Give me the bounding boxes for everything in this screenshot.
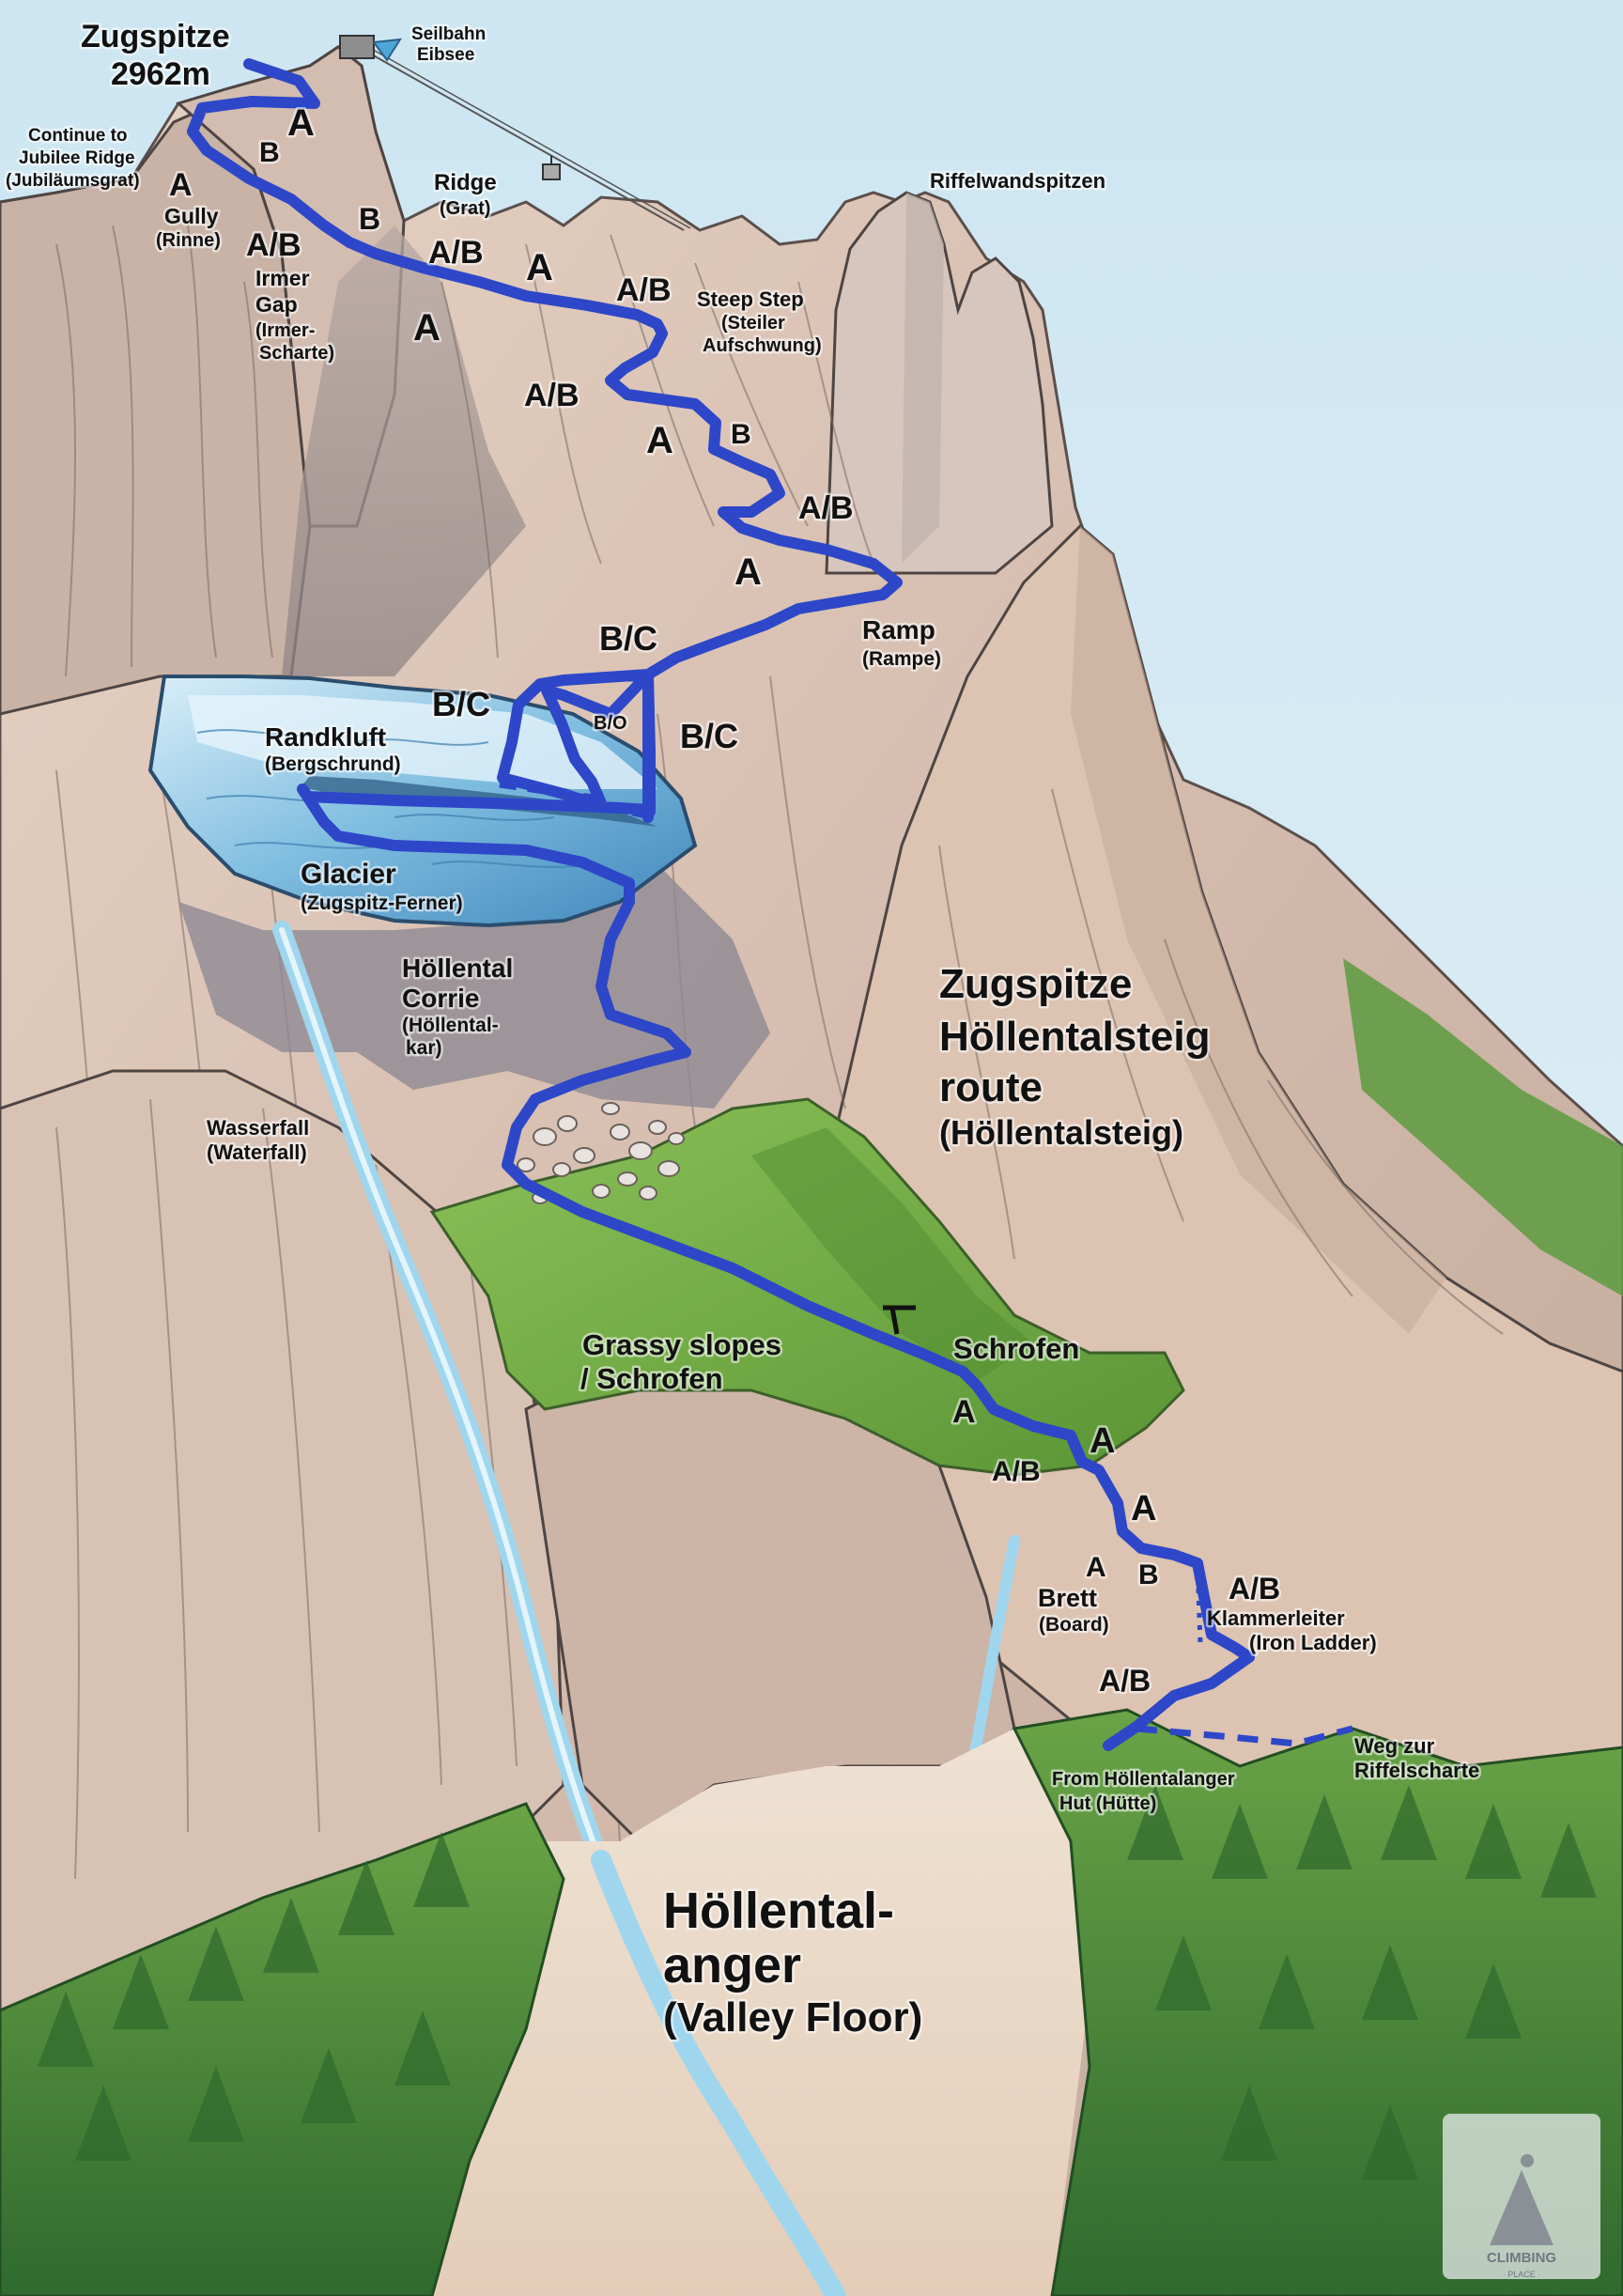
- ridge-local: (Grat): [440, 198, 490, 219]
- irmer-gap-1: Irmer: [255, 266, 310, 290]
- grassy-2: / Schrofen: [580, 1362, 723, 1395]
- irmer-gap-2: Gap: [255, 292, 298, 317]
- jubilee-label-2: Jubilee Ridge: [19, 148, 135, 168]
- grade-label: A: [1086, 1552, 1106, 1583]
- hut-label-2: Hut (Hütte): [1059, 1793, 1156, 1814]
- valley-floor: [413, 1729, 1090, 2296]
- route-title-3: route: [939, 1064, 1043, 1110]
- cable-car: [361, 46, 691, 231]
- irmer-gap-3: (Irmer-: [255, 320, 315, 341]
- grade-label: A/B: [1099, 1664, 1151, 1698]
- route-title-2: Höllentalsteig: [939, 1014, 1211, 1060]
- grade-label: A: [952, 1394, 976, 1430]
- corrie-3: (Höllental-: [402, 1015, 499, 1036]
- ramp-local: (Rampe): [862, 648, 941, 670]
- grade-label: A/B: [524, 378, 580, 413]
- grade-label: A: [169, 167, 193, 203]
- route-dashed-riffelscharte: [1136, 1725, 1353, 1747]
- grade-label: A/B: [798, 490, 854, 526]
- grade-label: B/O: [594, 713, 627, 734]
- forest-left: [0, 1802, 565, 2296]
- grassy-1: Grassy slopes: [582, 1328, 781, 1361]
- cable-car-label-1: Seilbahn: [411, 24, 486, 44]
- route-title-4: (Höllentalsteig): [939, 1113, 1183, 1152]
- riffelscharte-2: Riffelscharte: [1354, 1759, 1479, 1782]
- steep-step-2: (Steiler: [721, 313, 785, 334]
- forest-left-trees: [38, 1832, 470, 2161]
- summit-elevation: 2962m: [111, 56, 210, 92]
- hut-label-1: From Höllentalanger: [1052, 1769, 1235, 1790]
- valley-title-2: anger: [663, 1937, 801, 1993]
- forest-right-far: [1343, 958, 1623, 1296]
- jubilee-label-3: (Jubiläumsgrat): [6, 171, 140, 191]
- stream-lower: [591, 1850, 846, 2296]
- scree-boulders: [517, 1102, 685, 1204]
- corrie-1: Höllental: [402, 954, 513, 983]
- climbing-place-logo: CLIMBING · PLACE ·: [1443, 2114, 1600, 2279]
- ramp-label: Ramp: [862, 615, 935, 644]
- steep-step-3: Aufschwung): [703, 335, 822, 356]
- corrie-4: kar): [406, 1037, 442, 1059]
- ridge-label: Ridge: [434, 170, 497, 195]
- jubilee-label-1: Continue to: [28, 126, 128, 146]
- route-title-1: Zugspitze: [939, 961, 1132, 1007]
- gully-local: (Rinne): [156, 230, 221, 251]
- brett-label: Brett: [1038, 1584, 1097, 1612]
- glacier-local: (Zugspitz-Ferner): [301, 892, 463, 914]
- grade-label: A: [413, 307, 441, 349]
- logo-text-1: CLIMBING: [1487, 2250, 1556, 2266]
- grade-label: A/B: [246, 227, 301, 263]
- route-line: [187, 58, 1255, 1751]
- klammerleiter-local: (Iron Ladder): [1249, 1631, 1377, 1654]
- riffel-shadow: [902, 193, 944, 564]
- grade-label: B/C: [599, 619, 657, 658]
- randkluft-label: Randkluft: [265, 722, 386, 752]
- gully-label: Gully: [164, 204, 219, 228]
- grade-label: B/C: [432, 685, 490, 723]
- grade-label: A: [646, 420, 673, 461]
- grade-label: B/C: [680, 717, 738, 755]
- grade-label: A/B: [428, 235, 484, 271]
- grade-label: A: [1090, 1421, 1115, 1461]
- logo-text-2: · PLACE ·: [1503, 2270, 1541, 2279]
- glacier-label: Glacier: [301, 859, 396, 890]
- waterfall-label: Wasserfall: [207, 1116, 309, 1140]
- grade-label: A: [734, 551, 762, 593]
- summit-station: [339, 35, 402, 62]
- grade-label: A/B: [992, 1456, 1041, 1487]
- steep-step-1: Steep Step: [697, 287, 804, 311]
- right-peak-shade: [1071, 526, 1446, 1334]
- dark-couloir: [282, 225, 526, 676]
- trail-marker: [883, 1305, 916, 1335]
- grade-label: B: [359, 202, 380, 236]
- cable-car-label-2: Eibsee: [417, 45, 474, 65]
- brett-local: (Board): [1039, 1614, 1109, 1636]
- valley-title-3: (Valley Floor): [663, 1994, 922, 2040]
- forest-right-trees: [1127, 1785, 1597, 2180]
- grade-label: A/B: [1229, 1572, 1280, 1606]
- grade-label: A: [1131, 1489, 1156, 1528]
- corrie-2: Corrie: [402, 984, 479, 1013]
- grade-label: A: [287, 102, 315, 144]
- climber-icon: [1490, 2170, 1553, 2245]
- waterfall-local: (Waterfall): [207, 1140, 307, 1164]
- grade-label: B: [731, 419, 751, 450]
- grade-label: A: [526, 247, 553, 288]
- riffelscharte-1: Weg zur: [1354, 1734, 1435, 1758]
- klammerleiter-label: Klammerleiter: [1207, 1606, 1345, 1630]
- schrofen-label: Schrofen: [953, 1332, 1079, 1365]
- randkluft-local: (Bergschrund): [265, 753, 401, 775]
- grassy-terrace: [429, 1097, 1185, 1477]
- grade-label: B: [259, 137, 280, 168]
- grass-shading: [751, 1127, 1033, 1381]
- riffelwandspitzen-label: Riffelwandspitzen: [930, 169, 1105, 193]
- summit-name: Zugspitze: [81, 19, 230, 54]
- grade-label: B: [1138, 1559, 1159, 1590]
- valley-title-1: Höllental-: [663, 1883, 894, 1939]
- grade-labels: A B A A/B B A/B A A A/B A/B A B A/B A B/…: [167, 101, 1283, 1700]
- grade-label: A/B: [616, 272, 672, 308]
- irmer-gap-4: Scharte): [259, 343, 334, 364]
